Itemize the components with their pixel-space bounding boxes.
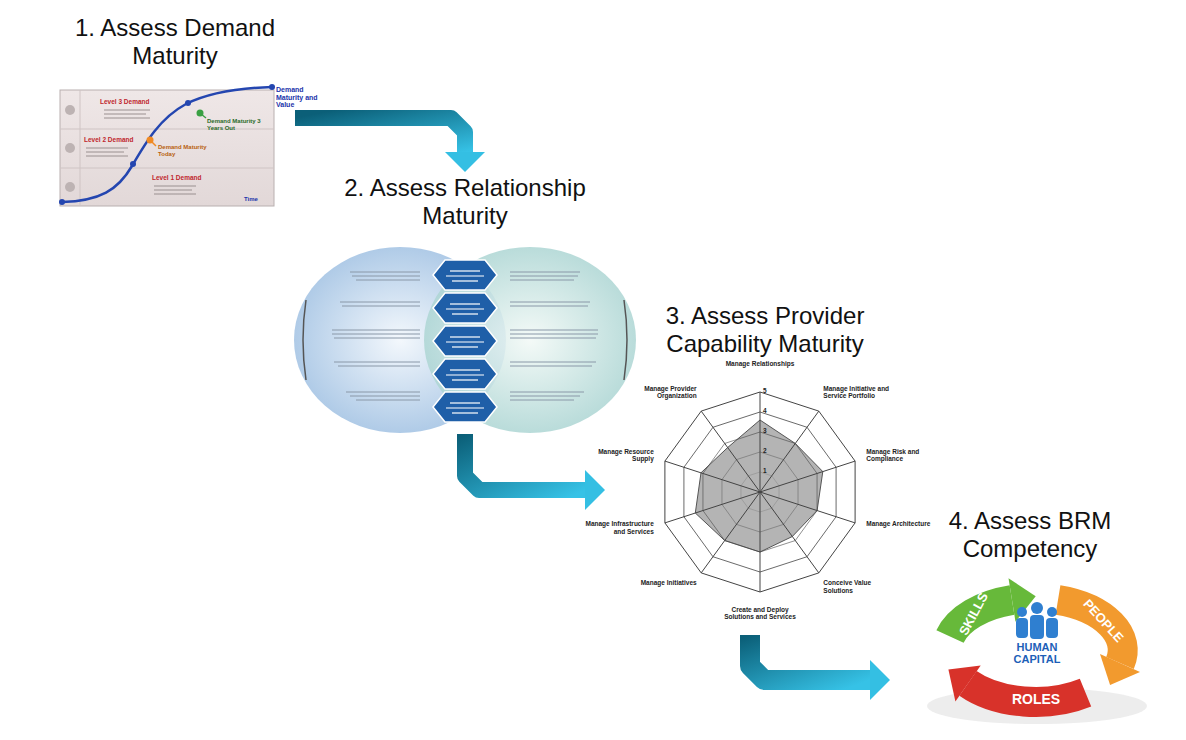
step-block: 2. Assess Relationship Maturity <box>290 172 640 434</box>
arrow-head <box>870 660 890 700</box>
flow-arrow <box>295 118 485 172</box>
chart-annotation: Demand Maturity Today <box>158 144 212 157</box>
cycle-label: ROLES <box>996 692 1076 707</box>
flow-arrow <box>465 434 605 510</box>
demand-curve-chart <box>59 84 275 206</box>
axis-label: Manage Initiatives <box>623 579 697 586</box>
chart-annotation: Demand Maturity and Value <box>276 86 324 109</box>
step-title: 3. Assess Provider Capability Maturity <box>635 302 895 358</box>
scale-number: 2 <box>763 447 773 454</box>
chart-annotation: Level 2 Demand <box>84 136 148 143</box>
cycle-label: SKILLS <box>954 584 995 644</box>
capability-radar-chart <box>665 392 855 592</box>
axis-label: Manage Architecture <box>866 520 940 527</box>
axis-label: Conceive Value Solutions <box>823 579 897 593</box>
human-capital-cycle <box>927 578 1147 724</box>
chart-annotation: Level 1 Demand <box>152 174 216 181</box>
axis-label: Manage Resource Supply <box>580 448 654 462</box>
relationship-maturity-graphic <box>294 247 636 433</box>
arrow-shaft <box>465 434 585 490</box>
axis-label: Manage Infrastructure and Services <box>580 520 654 534</box>
axis-label: Manage Provider Organization <box>623 385 697 399</box>
flow-arrow <box>750 635 890 700</box>
axis-label: Manage Initiative and Service Portfolio <box>823 385 897 399</box>
chart-annotation: Level 3 Demand <box>100 98 164 105</box>
scale-number: 1 <box>763 467 773 474</box>
chart-annotation: Time <box>244 196 270 203</box>
step-title: 1. Assess Demand Maturity <box>60 14 290 70</box>
axis-label: Create and Deploy Solutions and Services <box>723 606 797 620</box>
arrow-shaft <box>295 118 465 152</box>
step-block: 1. Assess Demand Maturity <box>55 12 295 212</box>
axis-label: Manage Risk and Compliance <box>866 448 940 462</box>
cycle-label: PEOPLE <box>1077 593 1129 649</box>
chart-annotation: Demand Maturity 3 Years Out <box>207 118 267 131</box>
arrow-shaft <box>750 635 870 680</box>
scale-number: 4 <box>763 407 773 414</box>
scale-number: 3 <box>763 427 773 434</box>
axis-label: Manage Relationships <box>723 360 797 367</box>
step-title: 4. Assess BRM Competency <box>920 507 1140 563</box>
arrow-head <box>445 152 485 172</box>
arrow-head <box>585 470 605 510</box>
step-title: 2. Assess Relationship Maturity <box>315 174 615 230</box>
scale-number: 5 <box>763 387 773 394</box>
cycle-label: HUMAN CAPITAL <box>1002 641 1072 665</box>
